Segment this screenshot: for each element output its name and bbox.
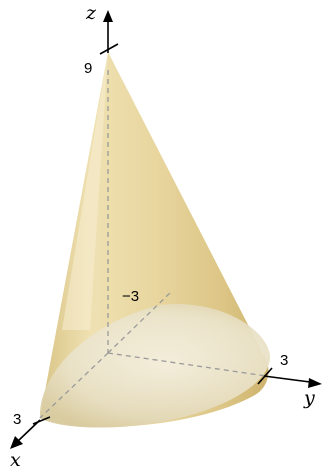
neg-axis-hidden [107,290,173,354]
x-axis-hidden [39,352,109,419]
x-axis-arrowhead [10,436,23,449]
visible-axes [10,10,322,449]
x-axis [17,419,41,442]
cone-highlight [62,52,108,330]
hidden-axes [39,70,267,419]
cone-base-shade [39,304,271,428]
z-axis-arrowhead [103,10,113,22]
x-tick-mark [32,416,51,425]
z-axis-label: z [85,2,97,24]
y-tick-label: 3 [280,352,288,369]
neg-tick-label: −3 [122,288,139,305]
y-axis [263,375,311,383]
x-axis-label: x [10,449,21,469]
z-tick-label: 9 [84,60,92,77]
z-tick-mark [99,43,119,55]
x-tick-label: 3 [13,411,21,428]
y-axis-label: y [303,387,315,409]
y-axis-arrowhead [308,378,322,388]
y-tick-mark [257,367,273,385]
